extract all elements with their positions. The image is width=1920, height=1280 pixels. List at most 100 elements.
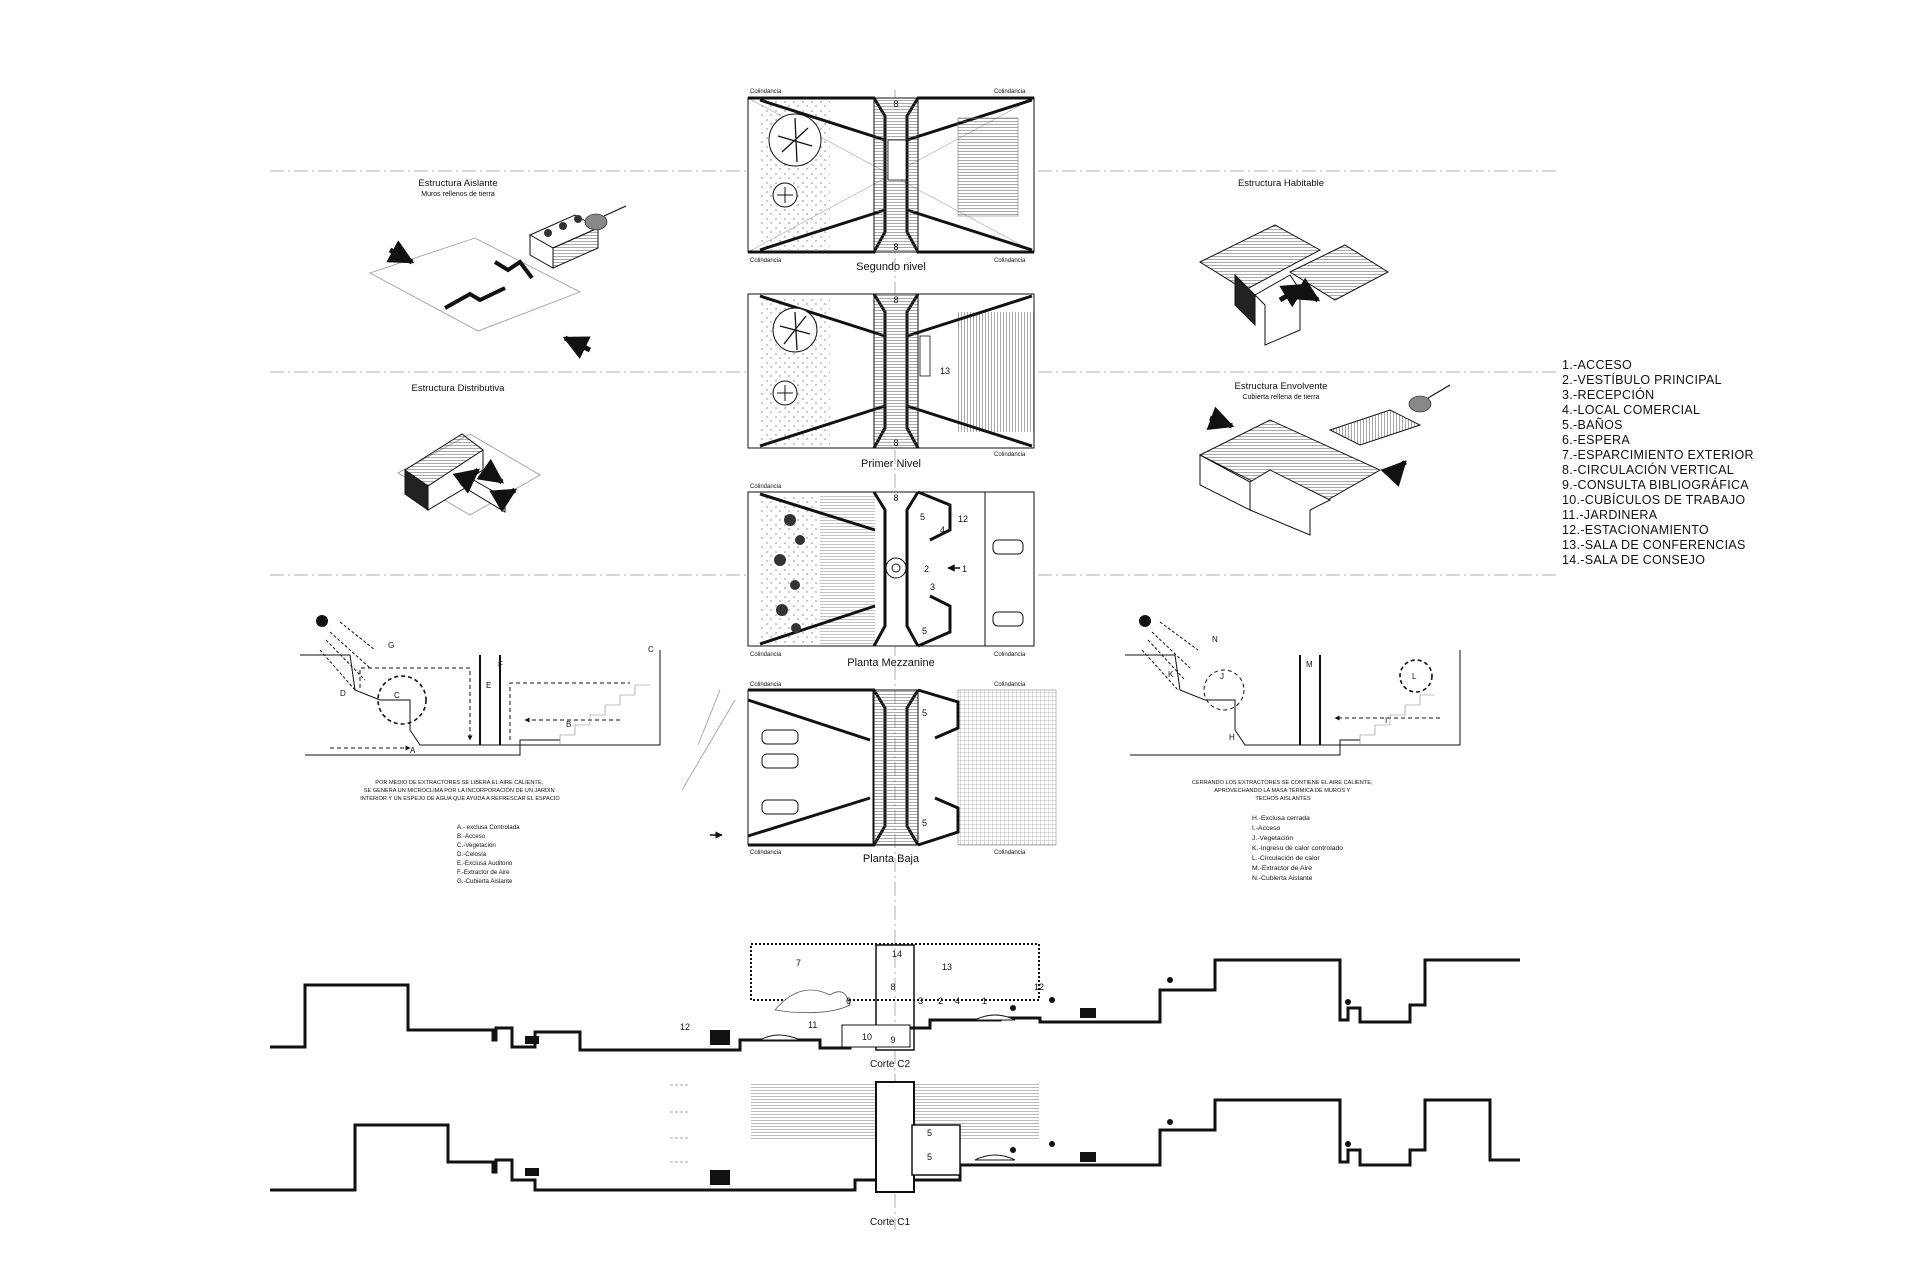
c1-title: Corte C1 <box>870 1217 910 1228</box>
c2-num-3: 3 <box>918 996 923 1006</box>
section-c2: 14 7 13 6 3 2 4 1 12 8 12 11 10 9 Corte … <box>270 943 1520 1070</box>
c2-num-1: 1 <box>982 996 987 1006</box>
letter-m: M <box>1306 660 1313 669</box>
mezz-num-5-bottom: 5 <box>922 626 927 636</box>
c1-num-5-top: 5 <box>927 1128 932 1138</box>
c1-num-5-bottom: 5 <box>927 1152 932 1162</box>
legend-item: 3.-RECEPCIÓN <box>1562 388 1655 402</box>
segundo-colindancia-tr: Colindancia <box>994 89 1026 95</box>
legend-item: 4.-LOCAL COMERCIAL <box>1562 403 1701 417</box>
envolvente-subtitle: Cubierta rellena de tierra <box>1242 394 1319 401</box>
legend-item: 2.-VESTÍBULO PRINCIPAL <box>1562 373 1722 387</box>
segundo-title: Segundo nivel <box>856 261 926 273</box>
diagram-habitable: Estructura Habitable <box>1198 178 1389 346</box>
letter-b: B <box>566 720 571 729</box>
baja-title: Planta Baja <box>863 853 920 865</box>
c2-num-10: 10 <box>862 1032 872 1042</box>
letter-h: H <box>1229 733 1235 742</box>
mezz-num-12: 12 <box>958 514 968 524</box>
plan-segundo-nivel: Colindancia Colindancia Colindancia Coli… <box>747 89 1035 273</box>
letter-j: J <box>1220 672 1224 681</box>
legend-item: 11.-JARDINERA <box>1562 508 1658 522</box>
c2-title: Corte C2 <box>870 1059 910 1070</box>
c2-num-11: 11 <box>808 1020 817 1030</box>
c2-num-8: 8 <box>890 982 895 992</box>
baja-num-5-top: 5 <box>922 708 927 718</box>
right-note: CERRANDO LOS EXTRACTORES SE CONTIENE EL … <box>1192 780 1374 802</box>
segundo-num-8-top: 8 <box>893 99 898 109</box>
c2-num-9: 9 <box>890 1035 895 1045</box>
mezz-num-3: 3 <box>930 582 935 592</box>
baja-colindancia-bl: Colindancia <box>750 850 782 856</box>
right-legend: H.-Exclusa cerrada I.-Acceso J.-Vegetaci… <box>1252 815 1345 882</box>
mezz-colindancia-br: Colindancia <box>994 652 1026 658</box>
c2-num-6: 6 <box>846 996 851 1006</box>
c2-num-12-left: 12 <box>680 1022 690 1032</box>
legend-item: 13.-SALA DE CONFERENCIAS <box>1562 538 1746 552</box>
legend-item: 5.-BAÑOS <box>1562 418 1623 432</box>
segundo-num-8-bottom: 8 <box>893 242 898 252</box>
letter-e: E <box>486 681 491 690</box>
aislante-subtitle: Muros rellenos de tierra <box>421 191 495 198</box>
mezz-colindancia-tl: Colindancia <box>750 484 782 490</box>
letter-c-right: C <box>648 645 654 654</box>
letter-d: D <box>340 689 346 698</box>
diagram-left-climate: G C D F E C B A POR MEDIO DE EXTRACTORES… <box>300 615 661 885</box>
legend-item: 6.-ESPERA <box>1562 433 1631 447</box>
primer-num-8-bottom: 8 <box>893 438 898 448</box>
segundo-colindancia-br: Colindancia <box>994 258 1026 264</box>
c2-num-4: 4 <box>955 996 960 1006</box>
letter-f: F <box>498 660 503 669</box>
mezz-num-4: 4 <box>940 525 945 535</box>
c2-num-7: 7 <box>796 958 801 968</box>
envolvente-title: Estructura Envolvente <box>1235 381 1328 392</box>
baja-colindancia-tl: Colindancia <box>750 682 782 688</box>
segundo-colindancia-tl: Colindancia <box>750 89 782 95</box>
legend-item: 14.-SALA DE CONSEJO <box>1562 553 1706 567</box>
legend-item: 1.-ACCESO <box>1562 358 1633 372</box>
c2-num-14: 14 <box>892 949 902 959</box>
shovel-icon <box>584 213 608 231</box>
mezz-num-2: 2 <box>924 564 929 574</box>
primer-colindancia-br: Colindancia <box>994 452 1026 458</box>
baja-colindancia-tr: Colindancia <box>994 682 1026 688</box>
primer-title: Primer Nivel <box>861 458 921 470</box>
letter-k: K <box>1168 670 1174 679</box>
letter-i: I <box>1385 716 1387 725</box>
mezz-colindancia-bl: Colindancia <box>750 652 782 658</box>
program-legend: 1.-ACCESO 2.-VESTÍBULO PRINCIPAL 3.-RECE… <box>1562 358 1754 568</box>
legend-item: 8.-CIRCULACIÓN VERTICAL <box>1562 463 1734 477</box>
letter-n: N <box>1212 635 1218 644</box>
baja-colindancia-br: Colindancia <box>994 850 1026 856</box>
letter-a: A <box>410 746 416 755</box>
c2-num-2: 2 <box>938 996 943 1006</box>
plan-mezzanine: Colindancia Colindancia Colindancia 8 12… <box>747 484 1035 669</box>
mezz-title: Planta Mezzanine <box>847 657 934 669</box>
mezz-num-5-top: 5 <box>920 512 925 522</box>
baja-num-5-bottom: 5 <box>922 818 927 828</box>
distributiva-title: Estructura Distributiva <box>412 383 506 394</box>
shovel-icon-right <box>1408 395 1432 413</box>
primer-num-8-top: 8 <box>893 295 898 305</box>
habitable-title: Estructura Habitable <box>1238 178 1324 189</box>
legend-item: 10.-CUBÍCULOS DE TRABAJO <box>1562 493 1746 507</box>
aislante-title: Estructura Aislante <box>418 178 497 189</box>
legend-item: 7.-ESPARCIMIENTO EXTERIOR <box>1562 448 1754 462</box>
plan-baja: Colindancia Colindancia Colindancia Coli… <box>681 682 1057 865</box>
diagram-envolvente: Estructura Envolvente Cubierta rellena d… <box>1198 381 1451 536</box>
c2-num-13: 13 <box>942 962 952 972</box>
legend-item: 9.-CONSULTA BIBLIOGRÁFICA <box>1562 478 1749 492</box>
sun-icon-right <box>1139 615 1151 627</box>
plan-primer-nivel: 8 8 13 Colindancia Primer Nivel <box>747 293 1035 470</box>
letter-c: C <box>394 691 400 700</box>
legend-item: 12.-ESTACIONAMIENTO <box>1562 523 1709 537</box>
left-legend: A.- exclusa Controlada B.-Acceso C.-Vege… <box>457 824 521 885</box>
letter-l: L <box>1412 672 1417 681</box>
c2-num-12-right: 12 <box>1034 982 1044 992</box>
mezz-num-8: 8 <box>893 493 898 503</box>
mezz-num-1: 1 <box>962 564 967 574</box>
left-note: POR MEDIO DE EXTRACTORES SE LIBERA EL AI… <box>360 780 560 802</box>
diagram-aislante: Estructura Aislante Muros rellenos de ti… <box>368 178 627 360</box>
diagram-right-climate: N M K J L I H CERRANDO LOS EXTRACTORES S… <box>1125 615 1461 882</box>
sun-icon <box>316 615 328 627</box>
